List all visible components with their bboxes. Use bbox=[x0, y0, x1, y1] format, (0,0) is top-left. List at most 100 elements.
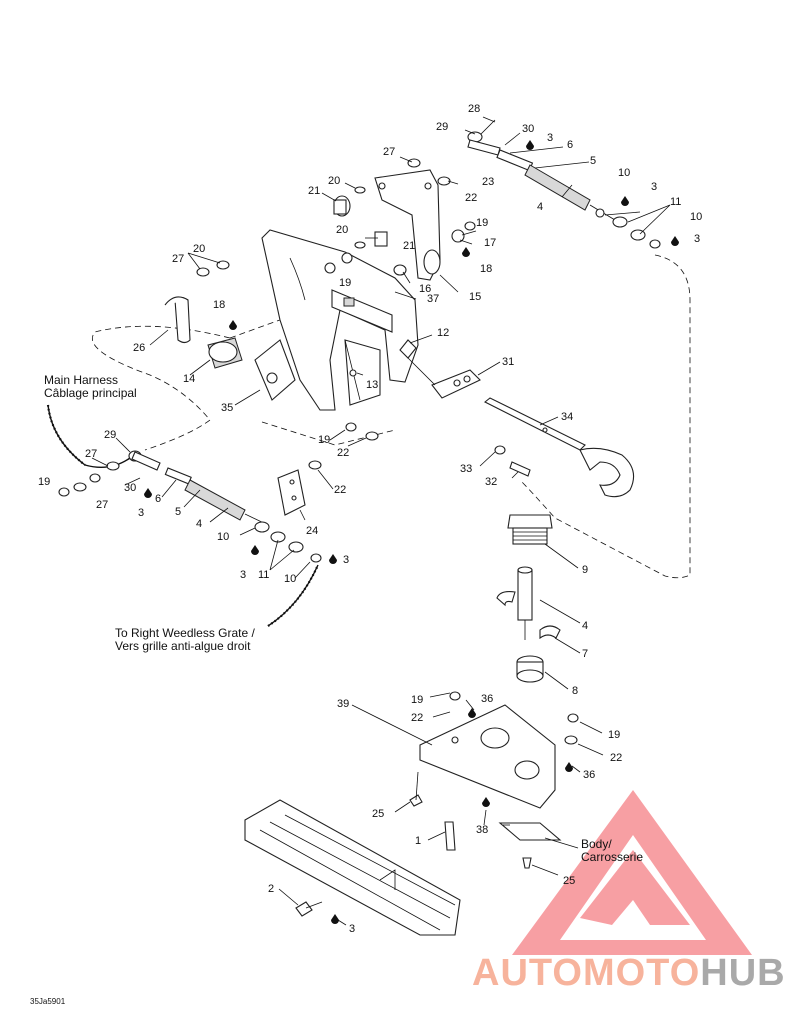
base-plate-39 bbox=[419, 691, 579, 809]
callout-10: 10 bbox=[217, 531, 229, 543]
callout-11: 11 bbox=[670, 196, 681, 208]
callout-30: 30 bbox=[124, 482, 136, 494]
callout-34: 34 bbox=[561, 411, 573, 423]
watermark-part2: HUB bbox=[700, 952, 786, 994]
callout-20: 20 bbox=[193, 243, 205, 255]
weedless-fr: Vers grille anti-algue droit bbox=[115, 639, 251, 653]
callout-38: 38 bbox=[476, 824, 488, 836]
callout-2: 2 bbox=[268, 883, 274, 895]
callout-29: 29 bbox=[436, 121, 448, 133]
callout-9: 9 bbox=[582, 564, 588, 576]
main-harness-label: Main Harness Câblage principal bbox=[44, 374, 137, 400]
callout-1: 1 bbox=[415, 835, 421, 847]
callout-32: 32 bbox=[485, 476, 497, 488]
callout-19: 19 bbox=[339, 277, 351, 289]
fasteners bbox=[295, 771, 562, 917]
leader-lines bbox=[91, 116, 671, 926]
callout-3: 3 bbox=[240, 569, 246, 581]
steering-arm bbox=[374, 169, 441, 281]
callout-3: 3 bbox=[349, 923, 355, 935]
callout-19: 19 bbox=[38, 476, 50, 488]
actuator-parts bbox=[164, 296, 296, 401]
callout-3: 3 bbox=[138, 507, 144, 519]
callout-36: 36 bbox=[481, 693, 493, 705]
shift-rod bbox=[399, 339, 635, 498]
upper-cable-end bbox=[467, 119, 661, 249]
callout-33: 33 bbox=[460, 463, 472, 475]
callout-35: 35 bbox=[221, 402, 233, 414]
callout-27: 27 bbox=[85, 448, 97, 460]
callout-14: 14 bbox=[183, 373, 195, 385]
callout-31: 31 bbox=[502, 356, 514, 368]
watermark-part1: AUTOMOTO bbox=[472, 952, 701, 994]
callout-22: 22 bbox=[411, 712, 423, 724]
steering-bracket bbox=[261, 229, 419, 411]
callout-22: 22 bbox=[610, 752, 622, 764]
callout-8: 8 bbox=[572, 685, 578, 697]
weedless-en: To Right Weedless Grate / bbox=[115, 626, 255, 640]
callout-21: 21 bbox=[308, 185, 320, 197]
callout-27: 27 bbox=[96, 499, 108, 511]
watermark-logo-text: AUTOMOTOHUB bbox=[472, 952, 786, 995]
callout-10: 10 bbox=[690, 211, 702, 223]
column-parts bbox=[496, 514, 561, 683]
callout-3: 3 bbox=[547, 132, 553, 144]
callout-3: 3 bbox=[694, 233, 700, 245]
callout-18: 18 bbox=[213, 299, 225, 311]
callout-19: 19 bbox=[411, 694, 423, 706]
callout-15: 15 bbox=[469, 291, 481, 303]
callout-19: 19 bbox=[476, 217, 488, 229]
callout-22: 22 bbox=[337, 447, 349, 459]
callout-27: 27 bbox=[383, 146, 395, 158]
body-en: Body/ bbox=[581, 837, 612, 851]
weedless-grate bbox=[244, 799, 461, 936]
callout-17: 17 bbox=[484, 237, 496, 249]
callout-18: 18 bbox=[480, 263, 492, 275]
main-harness-en: Main Harness bbox=[44, 373, 119, 387]
cables bbox=[46, 404, 320, 627]
weedless-grate-label: To Right Weedless Grate / Vers grille an… bbox=[115, 627, 255, 653]
callout-10: 10 bbox=[284, 573, 296, 585]
callout-11: 11 bbox=[258, 569, 269, 581]
drawing-code: 35Ja5901 bbox=[30, 997, 66, 1006]
callout-16: 16 bbox=[419, 283, 431, 295]
callout-22: 22 bbox=[465, 192, 477, 204]
callout-23: 23 bbox=[482, 176, 494, 188]
callout-6: 6 bbox=[155, 493, 161, 505]
callout-3: 3 bbox=[343, 554, 349, 566]
callout-30: 30 bbox=[522, 123, 534, 135]
callout-13: 13 bbox=[366, 379, 378, 391]
main-harness-fr: Câblage principal bbox=[44, 386, 137, 400]
sealant-markers bbox=[144, 140, 679, 924]
callout-25: 25 bbox=[563, 875, 575, 887]
callout-7: 7 bbox=[582, 648, 588, 660]
callout-12: 12 bbox=[437, 327, 449, 339]
callout-20: 20 bbox=[328, 175, 340, 187]
callout-24: 24 bbox=[306, 525, 318, 537]
callout-4: 4 bbox=[196, 518, 202, 530]
mount-24 bbox=[277, 422, 531, 516]
callout-37: 37 bbox=[427, 293, 439, 305]
callout-10: 10 bbox=[618, 167, 630, 179]
callout-29: 29 bbox=[104, 429, 116, 441]
body-fr: Carrosserie bbox=[581, 850, 644, 864]
bracket-13 bbox=[344, 339, 361, 401]
body-label: Body/ Carrosserie bbox=[581, 838, 643, 864]
callout-22: 22 bbox=[334, 484, 346, 496]
callout-20: 20 bbox=[336, 224, 348, 236]
callout-4: 4 bbox=[582, 620, 588, 632]
callout-4: 4 bbox=[537, 201, 543, 213]
callout-28: 28 bbox=[468, 103, 480, 115]
callout-39: 39 bbox=[337, 698, 349, 710]
callout-19: 19 bbox=[608, 729, 620, 741]
callout-3: 3 bbox=[651, 181, 657, 193]
callout-26: 26 bbox=[133, 342, 145, 354]
callout-21: 21 bbox=[403, 240, 415, 252]
watermark-triangle-logo bbox=[512, 790, 752, 955]
callout-5: 5 bbox=[175, 506, 181, 518]
callout-27: 27 bbox=[172, 253, 184, 265]
callout-19: 19 bbox=[318, 434, 330, 446]
callout-6: 6 bbox=[567, 139, 573, 151]
